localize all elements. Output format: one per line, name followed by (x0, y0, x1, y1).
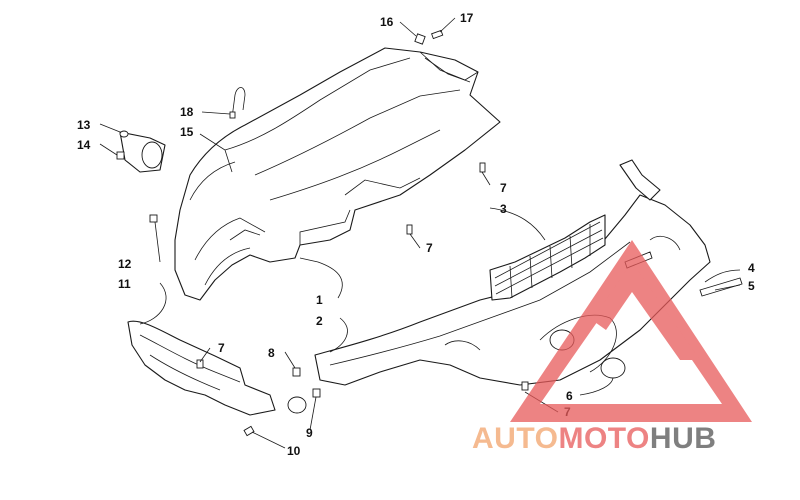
callout-9: 9 (306, 426, 313, 440)
watermark-text-moto: MOTO (558, 422, 649, 455)
watermark-text-auto: AUTO (472, 422, 558, 455)
callout-8: 8 (268, 346, 275, 360)
watermark-inner-mark-icon (592, 262, 700, 360)
callout-7-top: 7 (500, 181, 507, 195)
callout-17: 17 (460, 11, 474, 25)
watermark-triangle-icon (510, 240, 752, 422)
svg-text:AUTOMOTOHUB: AUTOMOTOHUB (472, 422, 716, 455)
side-pan-part (314, 159, 711, 386)
clip-part (229, 87, 246, 119)
mesh-panel-part (489, 214, 606, 301)
watermark-text-hub: HUB (650, 422, 717, 455)
belly-pan-part (174, 47, 501, 301)
callout-12: 12 (118, 257, 132, 271)
callout-6: 6 (566, 389, 573, 403)
callout-4: 4 (748, 261, 755, 275)
callout-14: 14 (77, 138, 91, 152)
callout-1: 1 (316, 293, 323, 307)
callout-16: 16 (380, 15, 394, 29)
callout-11: 11 (118, 277, 131, 291)
cap-part (119, 130, 166, 173)
callout-15: 15 (180, 125, 194, 139)
callout-7-mid: 7 (426, 241, 433, 255)
callout-18: 18 (180, 105, 194, 119)
callout-5: 5 (748, 279, 755, 293)
callout-2: 2 (316, 314, 323, 328)
callout-3: 3 (500, 202, 507, 216)
callout-7-left: 7 (218, 341, 225, 355)
callout-10: 10 (287, 444, 301, 458)
watermark-logo: AUTOMOTOHUB (472, 240, 752, 455)
callout-13: 13 (77, 118, 91, 132)
